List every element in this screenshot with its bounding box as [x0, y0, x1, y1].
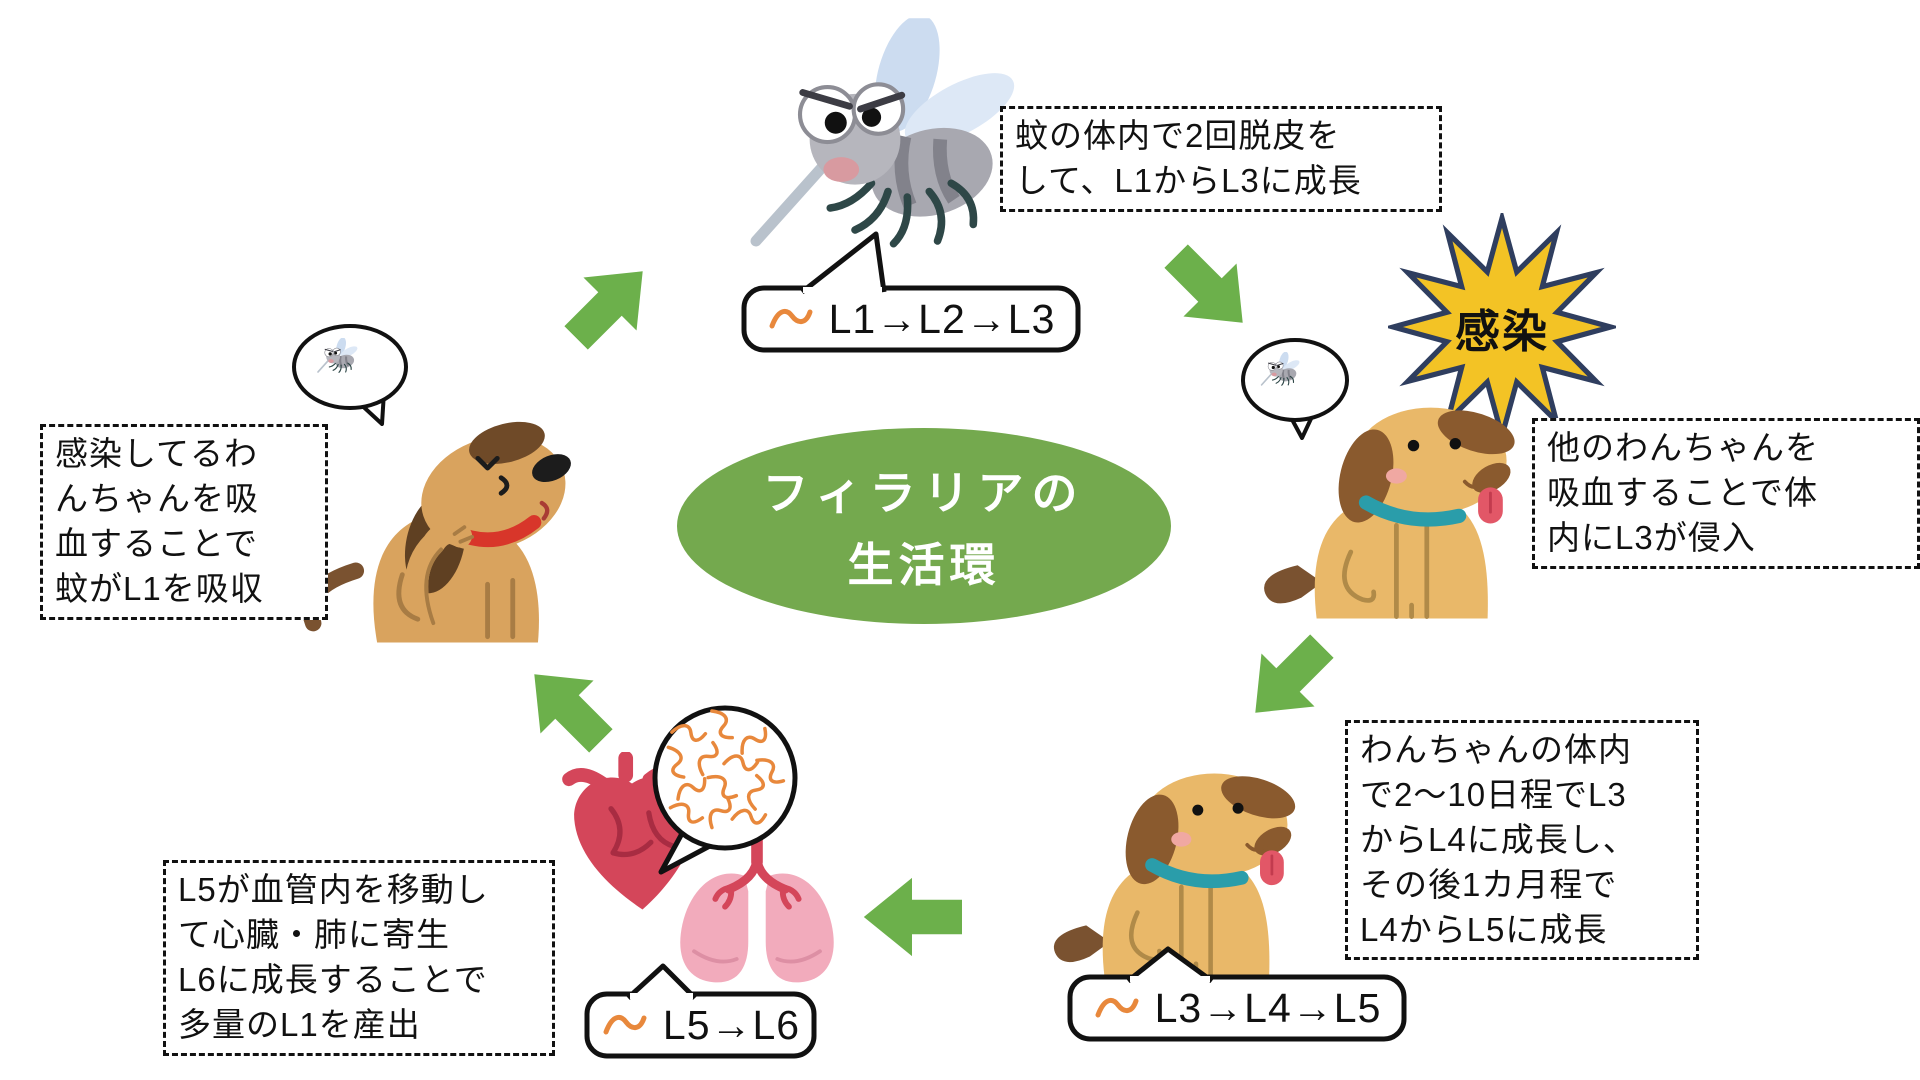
note-mosquito-molt: 蚊の体内で2回脱皮を して、L1からL3に成長 [1000, 106, 1442, 212]
arrow-mosquito-to-dog-icon [1164, 244, 1243, 323]
speech-bubble-mosquito-left [290, 324, 416, 426]
infection-starburst: 感染 [1388, 213, 1616, 441]
note-line: 他のわんちゃんを [1547, 429, 1819, 466]
stage-bubble-heart-lung: L5→L6 [583, 960, 818, 1062]
cycle-title-line2: 生活環 [847, 539, 1001, 591]
arrow-dog-to-organs-icon [863, 877, 962, 957]
note-line: L5が血管内を移動し [178, 871, 489, 908]
note-l1-uptake: 感染してるわ んちゃんを吸 血することで 蚊がL1を吸収 [40, 424, 328, 620]
note-line: 血することで [55, 524, 259, 562]
note-line: その後1カ月程で [1360, 865, 1618, 903]
note-line: L6に成長することで [178, 960, 488, 998]
note-line: 蚊がL1を吸収 [55, 569, 264, 607]
dog-icon-infected [1264, 407, 1515, 619]
note-line: わんちゃんの体内 [1360, 731, 1632, 768]
infection-label: 感染 [1454, 305, 1549, 357]
dog-icon-scratching [302, 421, 571, 643]
stage-label-mosquito: L1→L2→L3 [828, 295, 1056, 342]
speech-bubble-worms [641, 700, 809, 878]
cycle-title-line1: フィラリアの [762, 467, 1086, 519]
note-l3-invasion: 他のわんちゃんを 吸血することで体 内にL3が侵入 [1532, 418, 1920, 569]
arrow-dog-to-dog-icon [1255, 634, 1334, 713]
note-line: で2〜10日程でL3 [1360, 775, 1627, 813]
cycle-title-ellipse: フィラリアの 生活環 [677, 428, 1171, 624]
worm-icon [1095, 997, 1139, 1018]
note-line: て心臓・肺に寄生 [178, 915, 450, 953]
speech-bubble-outline [741, 231, 1081, 353]
worm-icon [769, 308, 813, 329]
note-line: 多量のL1を産出 [178, 1005, 421, 1043]
stage-label-heart-lung: L5→L6 [662, 1001, 801, 1048]
speech-bubble-outline [584, 963, 817, 1059]
arrow-organs-to-dog-icon [534, 674, 613, 753]
lungs-icon [680, 806, 834, 983]
note-line: L4からL5に成長 [1360, 910, 1608, 948]
note-dog-growth: わんちゃんの体内 で2〜10日程でL3 からL4に成長し、 その後1カ月程で L… [1345, 720, 1699, 961]
note-line: して、L1からL3に成長 [1015, 161, 1362, 199]
note-parasitize: L5が血管内を移動し て心臓・肺に寄生 L6に成長することで 多量のL1を産出 [163, 860, 555, 1056]
note-line: 感染してるわ [55, 435, 259, 472]
note-line: 蚊の体内で2回脱皮を [1015, 117, 1341, 154]
stage-bubble-dog-tissue: L3→L4→L5 [1066, 943, 1408, 1045]
note-line: んちゃんを吸 [55, 479, 259, 517]
arrow-dog-to-mosquito-icon [564, 271, 643, 350]
speech-bubble-mosquito-right [1240, 338, 1352, 440]
note-line: からL4に成長し、 [1360, 820, 1637, 858]
worm-icon [603, 1014, 647, 1035]
stage-label-dog-tissue: L3→L4→L5 [1154, 984, 1382, 1031]
speech-bubble-outline [1067, 946, 1407, 1042]
dog-icon-host [1053, 773, 1296, 978]
stage-bubble-mosquito: L1→L2→L3 [740, 226, 1082, 354]
note-line: 吸血することで体 [1547, 473, 1819, 511]
note-line: 内にL3が侵入 [1547, 518, 1756, 556]
